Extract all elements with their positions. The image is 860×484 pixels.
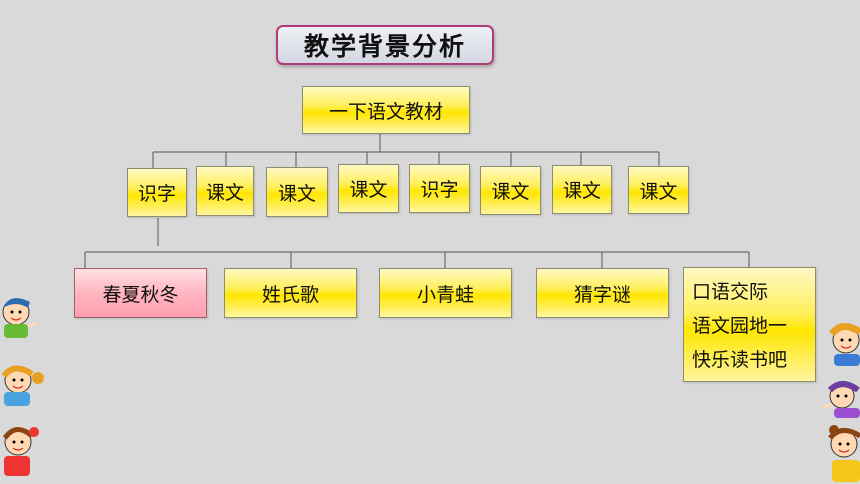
cartoon-kid-right-2-icon (821, 381, 860, 418)
level2-node-kewen-3: 课文 (338, 164, 399, 213)
cartoon-kid-left-3-icon (2, 427, 39, 476)
level2-node-shizi-1: 识字 (127, 168, 187, 217)
cartoon-kid-left-2-icon (1, 365, 44, 406)
page-title: 教学背景分析 (276, 25, 494, 65)
level3-node-caiziimi: 猜字谜 (536, 268, 669, 318)
level2-node-kewen-6: 课文 (628, 166, 689, 214)
cartoon-kid-right-1-icon (829, 323, 860, 366)
level2-node-shizi-2: 识字 (409, 164, 470, 213)
multi-line-1: 口语交际 (692, 281, 769, 304)
level2-node-kewen-1: 课文 (196, 166, 254, 216)
root-node: 一下语文教材 (302, 86, 470, 134)
level3-node-multi: 口语交际 语文园地一 快乐读书吧 (683, 267, 816, 382)
level3-node-xingshige: 姓氏歌 (224, 268, 357, 318)
multi-line-2: 语文园地一 (692, 314, 788, 337)
level2-node-kewen-4: 课文 (480, 166, 541, 215)
level2-node-kewen-5: 课文 (552, 165, 612, 214)
level3-node-chunxiaqiudong: 春夏秋冬 (74, 268, 207, 318)
level3-node-xiaoqingwa: 小青蛙 (379, 268, 512, 318)
level2-node-kewen-2: 课文 (266, 167, 328, 217)
cartoon-kid-right-3-icon (828, 425, 860, 482)
multi-line-3: 快乐读书吧 (692, 348, 788, 371)
cartoon-kid-left-1-icon (2, 298, 39, 338)
